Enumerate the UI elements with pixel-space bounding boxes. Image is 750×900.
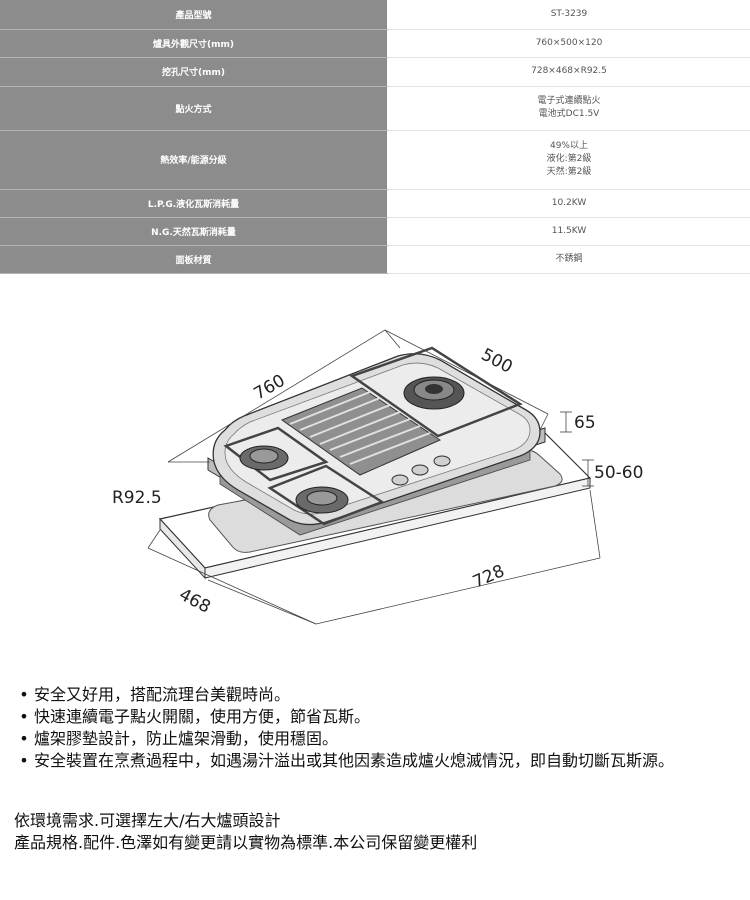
bullet-icon: • [19, 751, 29, 770]
spec-row-ignition: 點火方式 電子式連續點火電池式DC1.5V [0, 86, 750, 131]
spec-value: 728×468×R92.5 [387, 57, 750, 87]
spec-label: 熱效率/能源分級 [0, 130, 388, 190]
spec-value: 11.5KW [387, 217, 750, 246]
dimension-lines [147, 329, 601, 625]
spec-value: 電子式連續點火電池式DC1.5V [387, 86, 750, 131]
feature-list: •安全又好用，搭配流理台美觀時尚。 •快速連續電子點火開關，使用方便，節省瓦斯。… [14, 684, 734, 772]
notes-block: 依環境需求.可選擇左大/右大爐頭設計 產品規格.配件.色澤如有變更請以實物為標準… [14, 810, 744, 854]
feature-item: •安全又好用，搭配流理台美觀時尚。 [14, 684, 734, 706]
countertop-side-edge [204, 477, 591, 579]
stove-dimension-diagram: 760 500 65 50-60 R92.5 468 728 [112, 329, 643, 625]
spec-label: 爐具外觀尺寸(mm) [0, 29, 388, 58]
spec-label: N.G.天然瓦斯消耗量 [0, 217, 388, 246]
spec-value: 760×500×120 [387, 29, 750, 58]
spec-label: 面板材質 [0, 245, 388, 274]
dim-length-label: 760 [251, 371, 289, 405]
spec-row-outer-size: 爐具外觀尺寸(mm) 760×500×120 [0, 29, 750, 58]
spec-label: 產品型號 [0, 0, 388, 30]
spec-value: ST-3239 [387, 0, 750, 30]
spec-row-ng: N.G.天然瓦斯消耗量 11.5KW [0, 217, 750, 246]
dim-cutout-radius-label: R92.5 [112, 488, 162, 508]
note-disclaimer: 產品規格.配件.色澤如有變更請以實物為標準.本公司保留變更權利 [14, 833, 478, 852]
dim-insert-depth-label: 50-60 [594, 463, 643, 483]
spec-row-model: 產品型號 ST-3239 [0, 0, 750, 30]
dim-depth-label: 500 [478, 345, 516, 378]
spec-row-material: 面板材質 不銹鋼 [0, 245, 750, 274]
feature-item: •快速連續電子點火開關，使用方便，節省瓦斯。 [14, 706, 734, 728]
burner-left-front [267, 464, 385, 526]
spec-value: 不銹鋼 [387, 245, 750, 274]
spec-value: 49%以上液化:第2級天然:第2級 [387, 130, 750, 190]
spec-row-lpg: L.P.G.液化瓦斯消耗量 10.2KW [0, 189, 750, 218]
feature-item: •爐架膠墊設計，防止爐架滑動，使用穩固。 [14, 728, 734, 750]
spec-label: 點火方式 [0, 86, 388, 131]
dim-cutout-depth-label: 468 [176, 585, 214, 618]
bullet-icon: • [19, 729, 29, 748]
burner-right-back [349, 346, 523, 438]
spec-row-cutout-size: 挖孔尺寸(mm) 728×468×R92.5 [0, 57, 750, 87]
bullet-icon: • [19, 707, 29, 726]
control-knobs [391, 455, 451, 486]
bullet-icon: • [19, 685, 29, 704]
grill-ridges [289, 391, 431, 465]
spec-row-efficiency: 熱效率/能源分級 49%以上液化:第2級天然:第2級 [0, 130, 750, 190]
dim-height-label: 65 [574, 413, 596, 433]
spec-label: L.P.G.液化瓦斯消耗量 [0, 189, 388, 218]
dim-cutout-length-label: 728 [470, 561, 508, 592]
burner-left-back [223, 426, 329, 482]
spec-table: 產品型號 ST-3239 爐具外觀尺寸(mm) 760×500×120 挖孔尺寸… [0, 0, 750, 274]
feature-item: •安全裝置在烹煮過程中，如遇湯汁溢出或其他因素造成爐火熄滅情況，即自動切斷瓦斯源… [14, 750, 734, 772]
note-burner-option: 依環境需求.可選擇左大/右大爐頭設計 [14, 811, 281, 830]
spec-label: 挖孔尺寸(mm) [0, 57, 388, 87]
grill-plate [280, 387, 442, 476]
spec-value: 10.2KW [387, 189, 750, 218]
